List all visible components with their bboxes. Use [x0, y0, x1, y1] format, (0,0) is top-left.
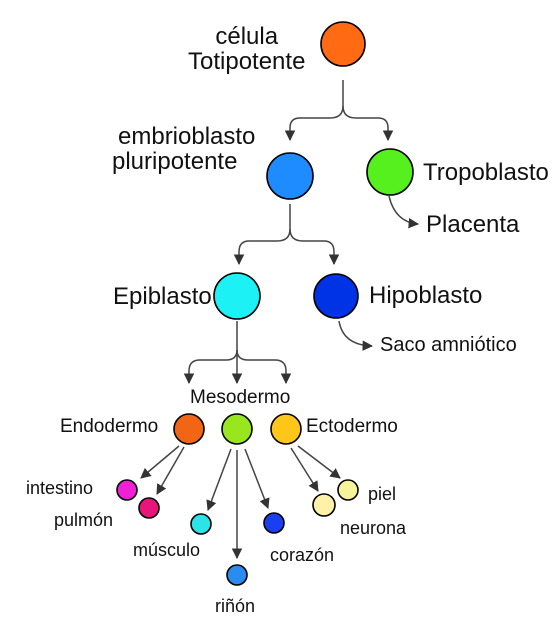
intestino-label: intestino: [26, 478, 94, 498]
rinon-node: [226, 564, 248, 586]
rinon-label: riñón: [215, 596, 256, 616]
tropoblasto-label: Tropoblasto: [423, 159, 549, 186]
totipotente-node: [320, 21, 366, 67]
embrioblasto-label: embrioblasto pluripotente: [112, 123, 256, 175]
corazon-node: [263, 512, 285, 534]
pulmon-label: pulmón: [54, 510, 114, 530]
mesodermo-label: Mesodermo: [190, 387, 291, 408]
epiblasto-node: [213, 272, 261, 320]
hipoblasto-node: [313, 273, 359, 319]
ectodermo-label: Ectodermo: [306, 416, 398, 437]
corazon-label: corazón: [270, 545, 335, 565]
piel-node: [337, 479, 359, 501]
intestino-node: [116, 479, 138, 501]
embrioblasto-node: [266, 152, 314, 200]
ectodermo-node: [270, 413, 302, 445]
neurona-label: neurona: [340, 518, 407, 538]
endodermo-label: Endodermo: [60, 416, 159, 437]
connector-arrows: [140, 80, 420, 560]
placenta-label: Placenta: [426, 211, 520, 238]
hipoblasto-label: Hipoblasto: [369, 282, 483, 309]
totipotente-label-line-1: célula: [215, 23, 279, 50]
neurona-node: [312, 493, 336, 517]
embrioblasto-label-line-2: pluripotente: [112, 148, 238, 176]
musculo-label: músculo: [133, 540, 201, 560]
saco-amniotico-label: Saco amniótico: [380, 334, 517, 356]
embrioblasto-label-line-1: embrioblasto: [118, 123, 256, 150]
musculo-node: [190, 513, 212, 535]
endodermo-node: [173, 413, 205, 445]
mesodermo-node: [221, 413, 253, 445]
pulmon-node: [138, 497, 160, 519]
epiblasto-label: Epiblasto: [113, 283, 212, 310]
totipotente-label-line-2: Totipotente: [188, 48, 306, 76]
tropoblasto-node: [366, 148, 414, 196]
totipotente-label: célula Totipotente: [188, 23, 306, 76]
piel-label: piel: [368, 484, 397, 504]
